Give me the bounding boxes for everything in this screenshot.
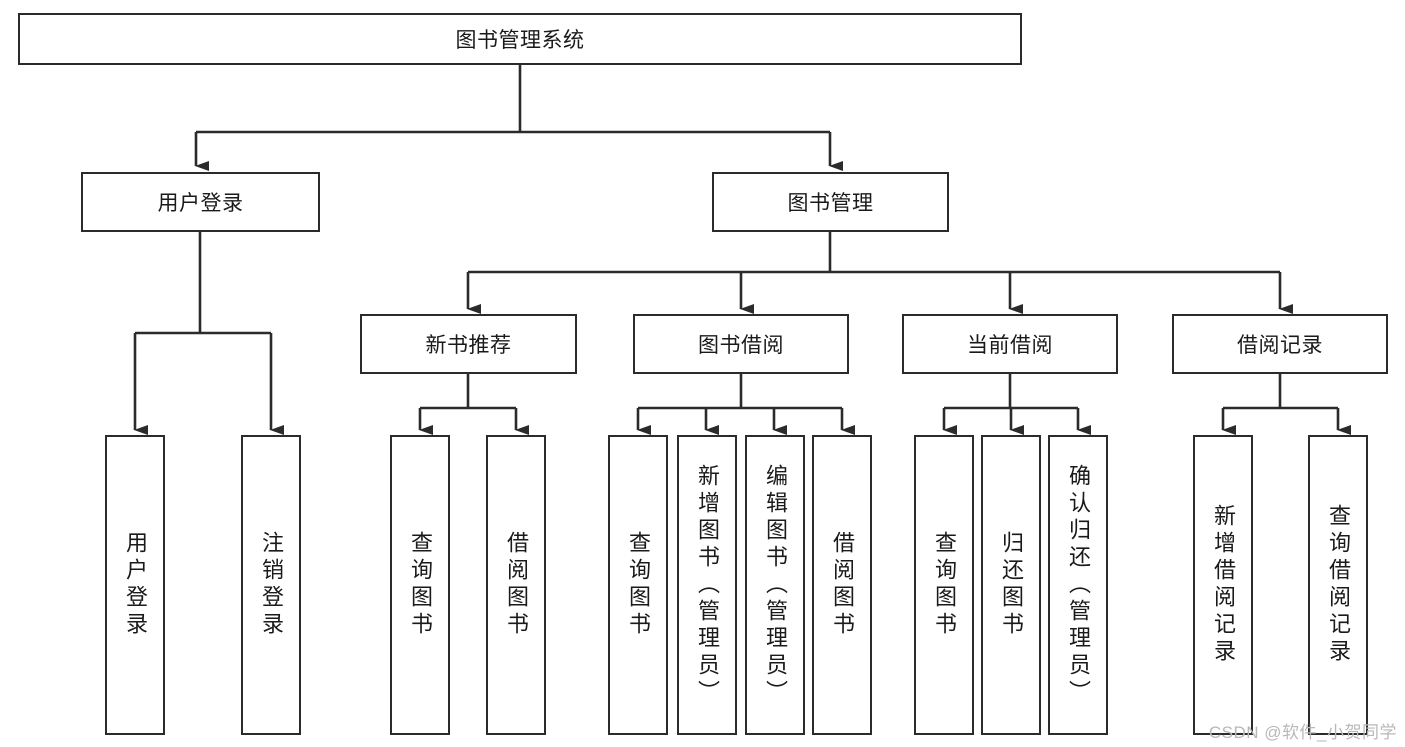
leaf-user-login-logout[interactable]: 注销登录 bbox=[241, 435, 301, 735]
node-label: 新增图书（管理员） bbox=[695, 463, 720, 707]
node-label: 新书推荐 bbox=[425, 334, 512, 357]
node-label: 归还图书 bbox=[999, 531, 1024, 639]
leaf-borrow-edit-book[interactable]: 编辑图书（管理员） bbox=[745, 435, 805, 735]
node-label: 查询图书 bbox=[626, 531, 651, 639]
node-book-management[interactable]: 图书管理 bbox=[712, 172, 949, 232]
leaf-borrow-query-book[interactable]: 查询图书 bbox=[608, 435, 668, 735]
node-borrow-record[interactable]: 借阅记录 bbox=[1172, 314, 1388, 374]
node-current-borrow[interactable]: 当前借阅 bbox=[902, 314, 1118, 374]
node-label: 当前借阅 bbox=[967, 334, 1053, 357]
node-label: 借阅记录 bbox=[1237, 334, 1323, 357]
leaf-record-add[interactable]: 新增借阅记录 bbox=[1193, 435, 1253, 735]
node-user-login[interactable]: 用户登录 bbox=[81, 172, 320, 232]
node-label: 查询图书 bbox=[932, 531, 957, 639]
node-label: 编辑图书（管理员） bbox=[763, 463, 788, 707]
node-label: 注销登录 bbox=[259, 531, 284, 639]
node-book-borrow[interactable]: 图书借阅 bbox=[633, 314, 849, 374]
leaf-user-login-login[interactable]: 用户登录 bbox=[105, 435, 165, 735]
leaf-current-query-book[interactable]: 查询图书 bbox=[914, 435, 974, 735]
leaf-borrow-add-book[interactable]: 新增图书（管理员） bbox=[677, 435, 737, 735]
node-new-book-recommend[interactable]: 新书推荐 bbox=[360, 314, 577, 374]
node-label: 借阅图书 bbox=[504, 531, 529, 639]
leaf-borrow-borrow-book[interactable]: 借阅图书 bbox=[812, 435, 872, 735]
leaf-record-query[interactable]: 查询借阅记录 bbox=[1308, 435, 1368, 735]
node-label: 用户登录 bbox=[157, 192, 244, 215]
node-root-book-management-system[interactable]: 图书管理系统 bbox=[18, 13, 1022, 65]
node-label: 借阅图书 bbox=[830, 531, 855, 639]
node-label: 新增借阅记录 bbox=[1211, 504, 1236, 666]
node-label: 查询借阅记录 bbox=[1326, 504, 1351, 666]
node-label: 确认归还（管理员） bbox=[1066, 463, 1091, 707]
leaf-new-book-borrow[interactable]: 借阅图书 bbox=[486, 435, 546, 735]
node-label: 查询图书 bbox=[408, 531, 433, 639]
node-label: 图书管理 bbox=[787, 192, 874, 215]
node-label: 用户登录 bbox=[123, 531, 148, 639]
leaf-current-confirm-return[interactable]: 确认归还（管理员） bbox=[1048, 435, 1108, 735]
node-label: 图书管理系统 bbox=[455, 29, 585, 52]
leaf-new-book-query[interactable]: 查询图书 bbox=[390, 435, 450, 735]
node-label: 图书借阅 bbox=[698, 334, 784, 357]
csdn-watermark: CSDN @软件_小贺同学 bbox=[1208, 723, 1397, 742]
leaf-current-return-book[interactable]: 归还图书 bbox=[981, 435, 1041, 735]
